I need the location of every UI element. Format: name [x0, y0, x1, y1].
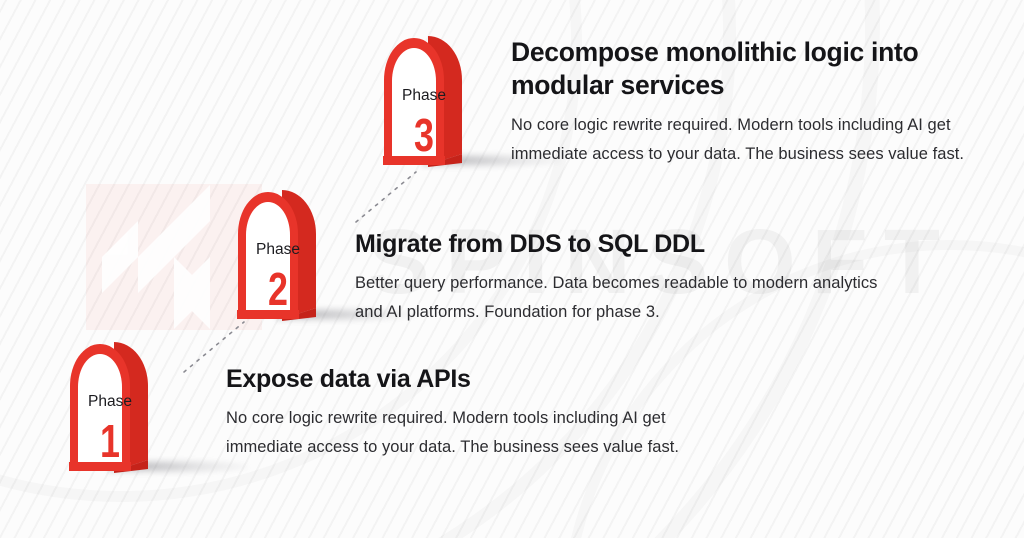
phase-heading-1: Expose data via APIs: [226, 365, 471, 393]
phase-marker-2[interactable]: Phase 2: [224, 186, 416, 323]
phase-text-1: Expose data via APIs No core logic rewri…: [226, 364, 696, 462]
phase-marker-1[interactable]: Phase 1: [56, 338, 248, 475]
phase-heading-2: Migrate from DDS to SQL DDL: [355, 230, 705, 258]
phase-body-2: Better query performance. Data becomes r…: [355, 274, 878, 321]
phase-text-2: Migrate from DDS to SQL DDL Better query…: [355, 229, 885, 327]
marker-shape: [237, 190, 316, 321]
phase-heading-3: Decompose monolithic logic into modular …: [511, 37, 919, 100]
phase-text-3: Decompose monolithic logic into modular …: [511, 36, 986, 169]
phase-body-3: No core logic rewrite required. Modern t…: [511, 116, 965, 163]
marker-shape: [69, 342, 148, 473]
phase-body-1: No core logic rewrite required. Modern t…: [226, 409, 680, 456]
phase-marker-3[interactable]: Phase 3: [370, 32, 562, 169]
marker-shape: [383, 36, 462, 167]
connector-phase2-to-phase3: [355, 171, 417, 223]
